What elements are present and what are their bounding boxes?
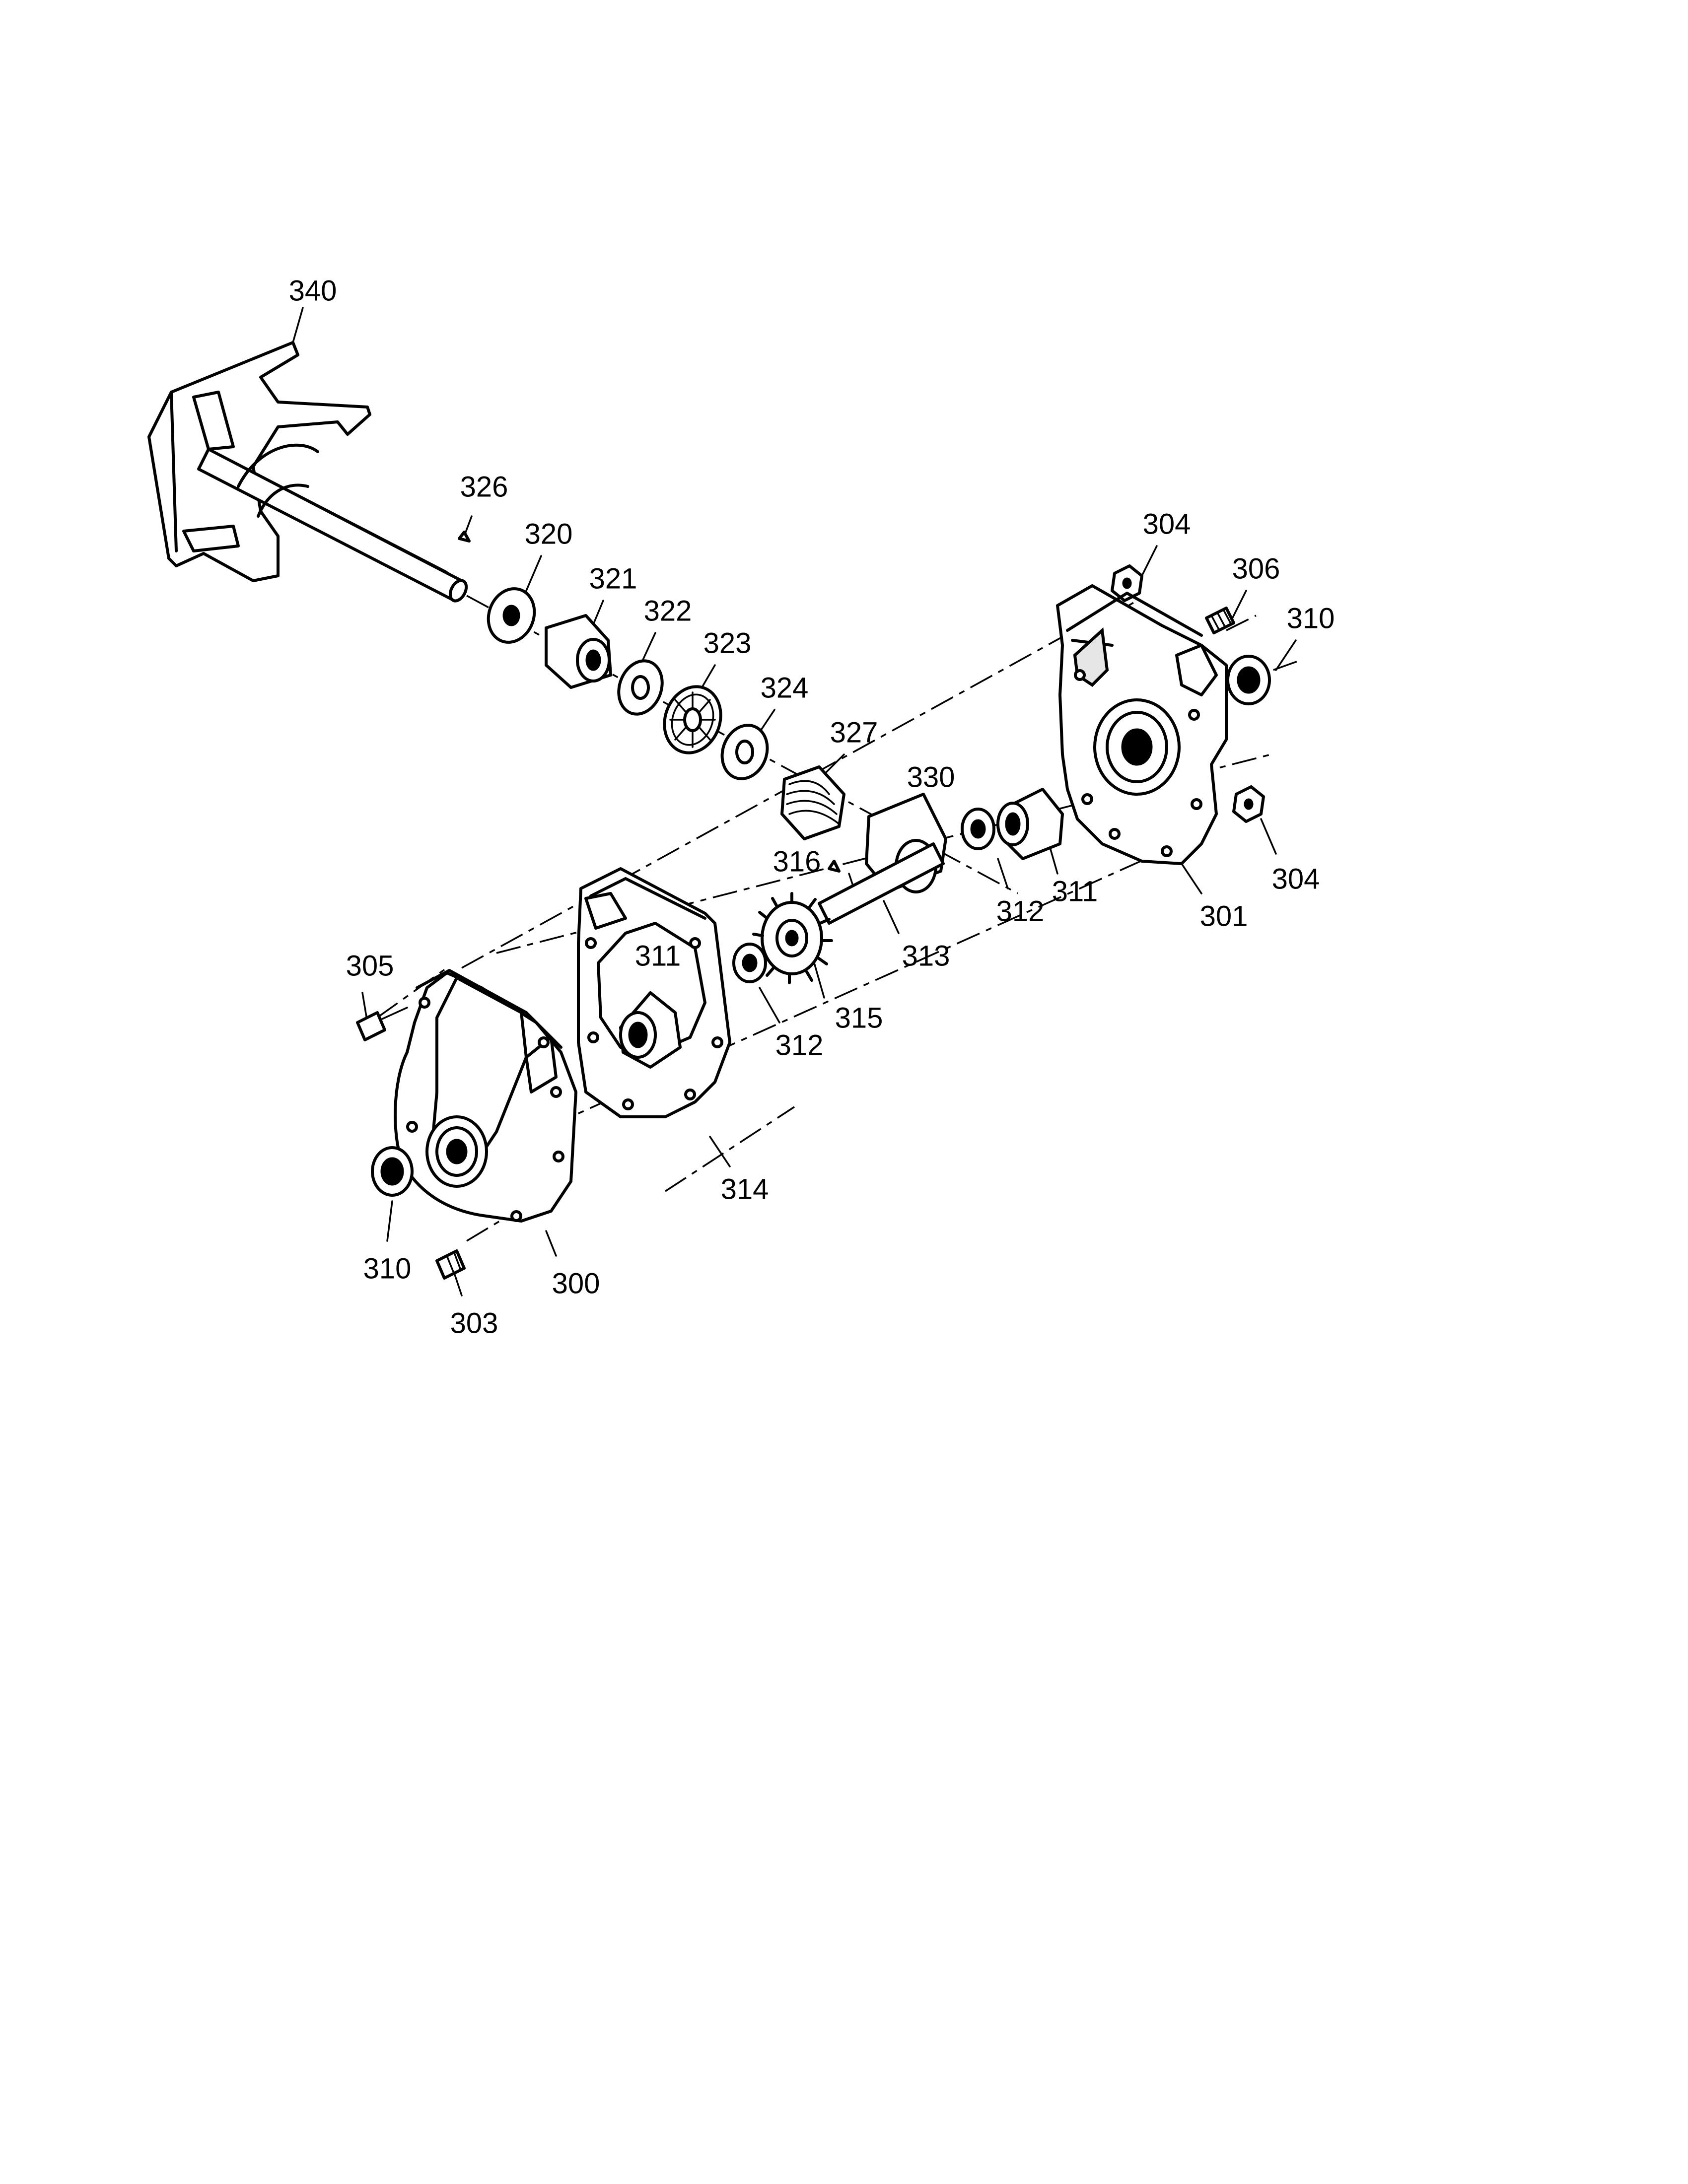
gear-housing-300 [356,969,577,1280]
label-330: 330 [907,761,955,793]
label-340: 340 [289,274,337,307]
label-323: 323 [703,627,752,659]
label-322: 322 [644,595,692,627]
part-labels: 340 326 320 321 322 323 324 327 330 304 … [289,274,1335,1339]
label-303: 303 [450,1307,498,1339]
impeller-assembly-340 [147,341,468,603]
label-301: 301 [1200,900,1248,932]
label-313: 313 [902,940,950,972]
label-312-right: 312 [996,895,1045,927]
label-310-left: 310 [363,1252,412,1285]
label-310-right: 310 [1287,602,1335,634]
label-324: 324 [761,672,809,704]
shaft-parts [458,531,1271,984]
label-316: 316 [773,845,821,878]
gasket-314 [577,867,731,1118]
label-327: 327 [830,716,878,749]
gear-housing-301 [1056,584,1228,865]
label-320: 320 [525,518,573,550]
label-300: 300 [552,1267,600,1299]
label-304-top: 304 [1143,508,1191,540]
label-314: 314 [721,1173,769,1205]
label-312-left: 312 [775,1029,824,1061]
label-311-left: 311 [635,940,681,972]
label-321: 321 [589,562,637,595]
label-311-right: 311 [1052,875,1098,907]
label-304-right: 304 [1272,863,1320,895]
label-315: 315 [835,1002,883,1034]
label-306: 306 [1232,552,1280,585]
label-326: 326 [460,471,508,503]
label-305: 305 [346,950,394,982]
